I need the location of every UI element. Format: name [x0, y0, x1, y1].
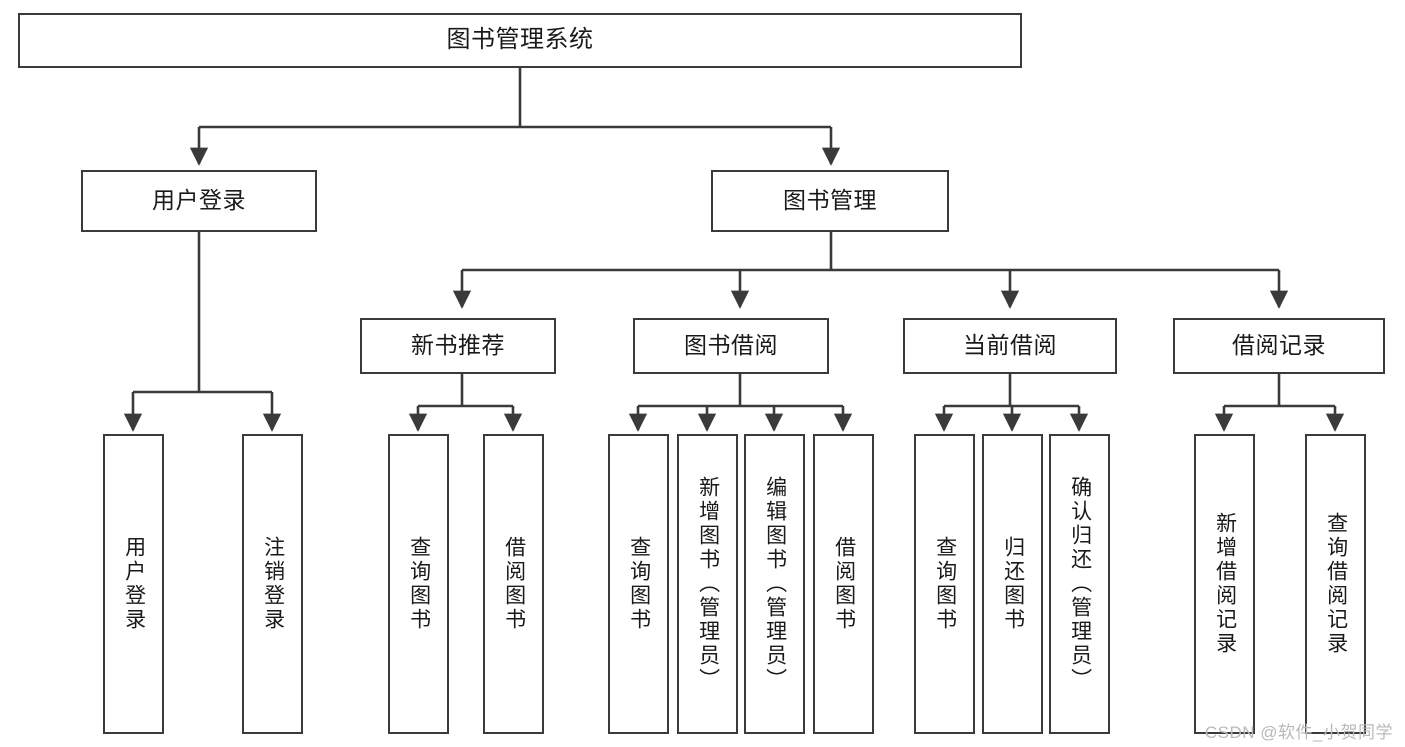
- node-label: 图书管理: [783, 187, 877, 214]
- leaf-add-borrow-record[interactable]: 新增借阅记录: [1194, 434, 1255, 734]
- node-label: 借阅图书: [502, 536, 526, 632]
- leaf-logout[interactable]: 注销登录: [242, 434, 303, 734]
- node-label: 查询图书: [627, 536, 651, 632]
- node-label: 新书推荐: [411, 332, 505, 359]
- leaf-user-login[interactable]: 用户登录: [103, 434, 164, 734]
- leaf-query-books-borrow[interactable]: 查询图书: [608, 434, 669, 734]
- node-new-book-recommendation[interactable]: 新书推荐: [360, 318, 556, 374]
- node-current-borrowing[interactable]: 当前借阅: [903, 318, 1117, 374]
- node-user-login[interactable]: 用户登录: [81, 170, 317, 232]
- node-label: 用户登录: [122, 536, 146, 632]
- node-label: 新增借阅记录: [1213, 512, 1237, 656]
- node-label: 新增图书（管理员）: [696, 476, 720, 692]
- node-borrowing-record[interactable]: 借阅记录: [1173, 318, 1385, 374]
- node-label: 图书借阅: [684, 332, 778, 359]
- leaf-edit-book-admin[interactable]: 编辑图书（管理员）: [744, 434, 805, 734]
- node-book-management[interactable]: 图书管理: [711, 170, 949, 232]
- node-label: 查询借阅记录: [1324, 512, 1348, 656]
- leaf-add-book-admin[interactable]: 新增图书（管理员）: [677, 434, 738, 734]
- node-label: 确认归还（管理员）: [1068, 476, 1092, 692]
- node-label: 图书管理系统: [446, 26, 594, 54]
- node-label: 用户登录: [152, 187, 246, 214]
- node-label: 查询图书: [407, 536, 431, 632]
- node-root-book-management-system[interactable]: 图书管理系统: [18, 13, 1022, 68]
- leaf-borrow-books-borrow[interactable]: 借阅图书: [813, 434, 874, 734]
- leaf-borrow-books-newbook[interactable]: 借阅图书: [483, 434, 544, 734]
- watermark: CSDN @软件_小贺同学: [1204, 723, 1393, 742]
- leaf-query-books-newbook[interactable]: 查询图书: [388, 434, 449, 734]
- leaf-return-books[interactable]: 归还图书: [982, 434, 1043, 734]
- node-label: 编辑图书（管理员）: [763, 476, 787, 692]
- node-label: 注销登录: [261, 536, 285, 632]
- node-book-borrowing[interactable]: 图书借阅: [633, 318, 829, 374]
- leaf-query-borrow-record[interactable]: 查询借阅记录: [1305, 434, 1366, 734]
- node-label: 当前借阅: [963, 332, 1057, 359]
- node-label: 归还图书: [1001, 536, 1025, 632]
- leaf-query-books-current[interactable]: 查询图书: [914, 434, 975, 734]
- node-label: 借阅记录: [1232, 332, 1326, 359]
- leaf-confirm-return-admin[interactable]: 确认归还（管理员）: [1049, 434, 1110, 734]
- node-label: 借阅图书: [832, 536, 856, 632]
- node-label: 查询图书: [933, 536, 957, 632]
